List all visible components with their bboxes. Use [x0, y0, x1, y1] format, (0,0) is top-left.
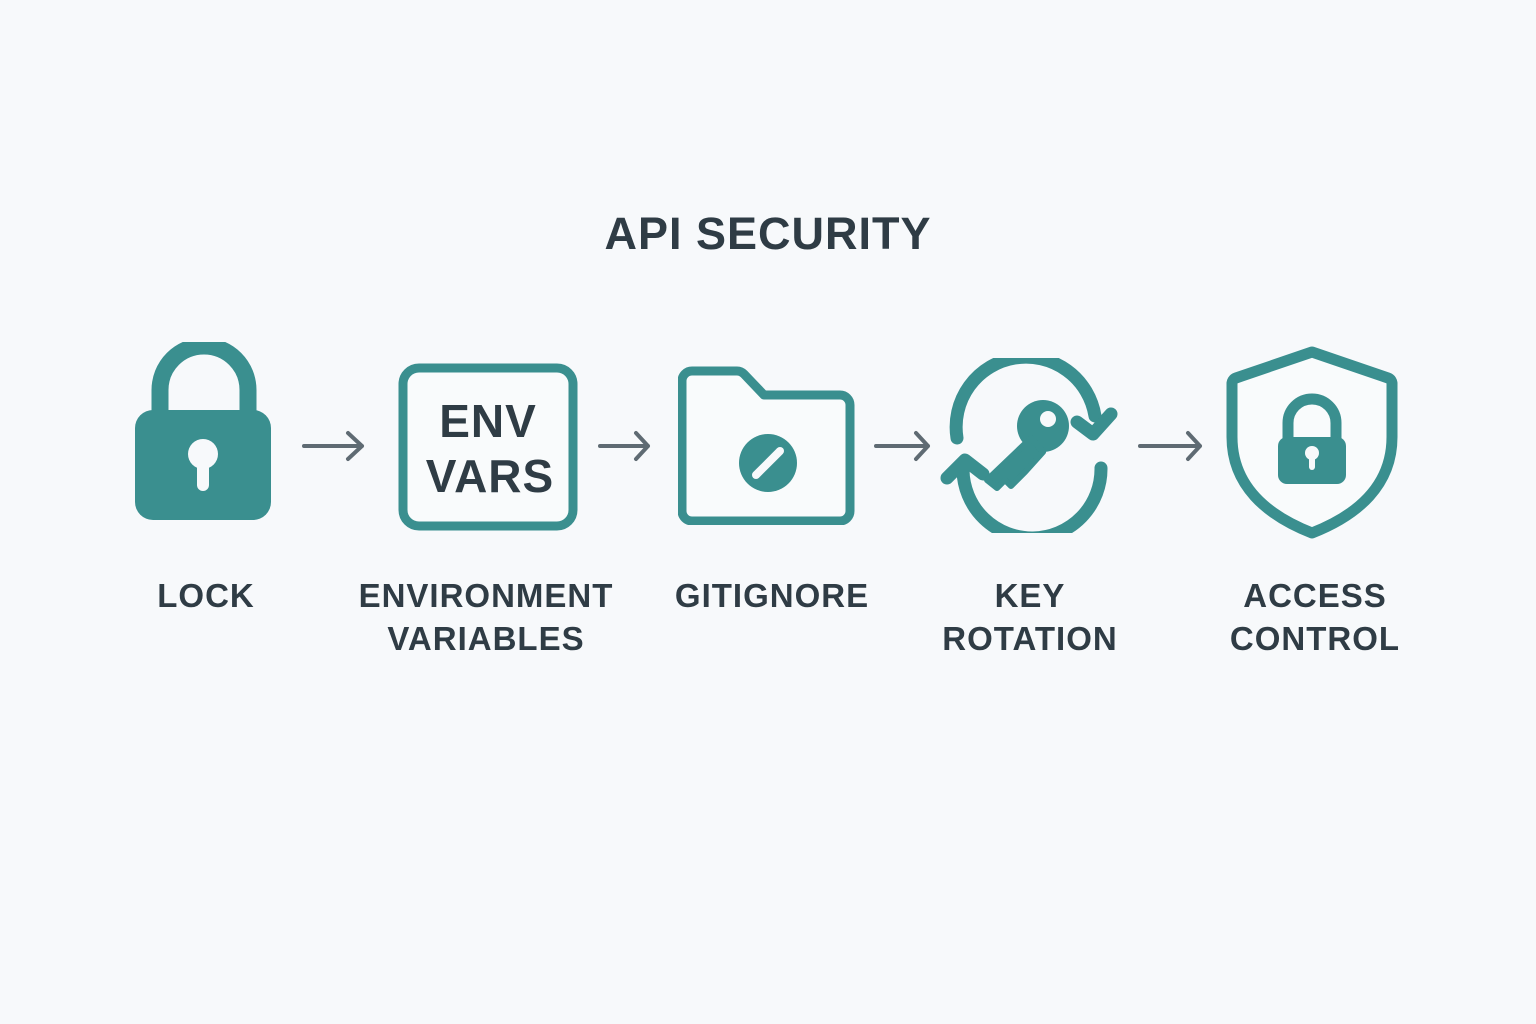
arrow-right-icon [874, 431, 930, 461]
label-line: ACCESS [1243, 577, 1387, 614]
env-vars-text-line-2: VARS [426, 450, 554, 502]
env-vars-text-line-1: ENV [439, 395, 537, 447]
step-label-key-rotation: KEY ROTATION [920, 574, 1140, 660]
key-rotation-icon [940, 358, 1118, 533]
label-line: VARIABLES [387, 620, 585, 657]
arrow-right-icon [598, 431, 650, 461]
shield-lock-icon [1226, 346, 1398, 539]
step-label-environment-variables: ENVIRONMENT VARIABLES [336, 574, 636, 660]
step-label-lock: LOCK [106, 574, 306, 617]
label-line: ROTATION [942, 620, 1118, 657]
env-vars-box-icon: ENV VARS [398, 363, 578, 531]
step-label-gitignore: GITIGNORE [652, 574, 892, 617]
folder-blocked-icon [678, 366, 855, 525]
diagram-title: API SECURITY [604, 208, 932, 259]
label-line: ENVIRONMENT [358, 577, 614, 614]
label-line: GITIGNORE [674, 577, 870, 614]
label-line: KEY [994, 577, 1066, 614]
arrow-right-icon [1138, 431, 1202, 461]
arrow-right-icon [302, 431, 364, 461]
step-label-access-control: ACCESS CONTROL [1205, 574, 1425, 660]
padlock-icon [135, 342, 271, 520]
label-line: LOCK [157, 577, 255, 614]
label-line: CONTROL [1229, 620, 1401, 657]
